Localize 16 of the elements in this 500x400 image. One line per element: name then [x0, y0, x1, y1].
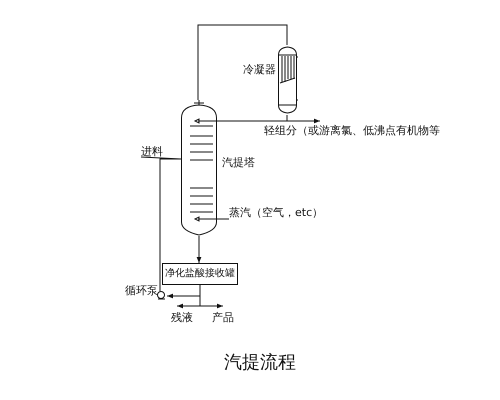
pipe-line — [286, 114, 320, 124]
pipe-line — [198, 24, 288, 100]
equipment-label: 冷凝器 — [243, 63, 276, 76]
equipment-label: 汽提塔 — [222, 156, 255, 169]
pipe-line — [200, 284, 224, 308]
stream-label: 残液 — [171, 311, 193, 324]
pipe-line — [160, 158, 182, 292]
receiver-tank: 净化盐酸接收罐 — [162, 263, 238, 285]
equipment-label: 循环泵 — [125, 284, 158, 297]
stream-label: 轻组分（或游离氯、低沸点有机物等 — [264, 124, 440, 137]
stream-label: 蒸汽（空气，etc） — [229, 206, 324, 219]
stream-label: 产品 — [212, 311, 234, 324]
pipe-line — [216, 218, 230, 220]
pipe-line — [196, 236, 202, 264]
stream-label: 进料 — [141, 145, 163, 158]
diagram-title: 汽提流程 — [224, 352, 296, 374]
